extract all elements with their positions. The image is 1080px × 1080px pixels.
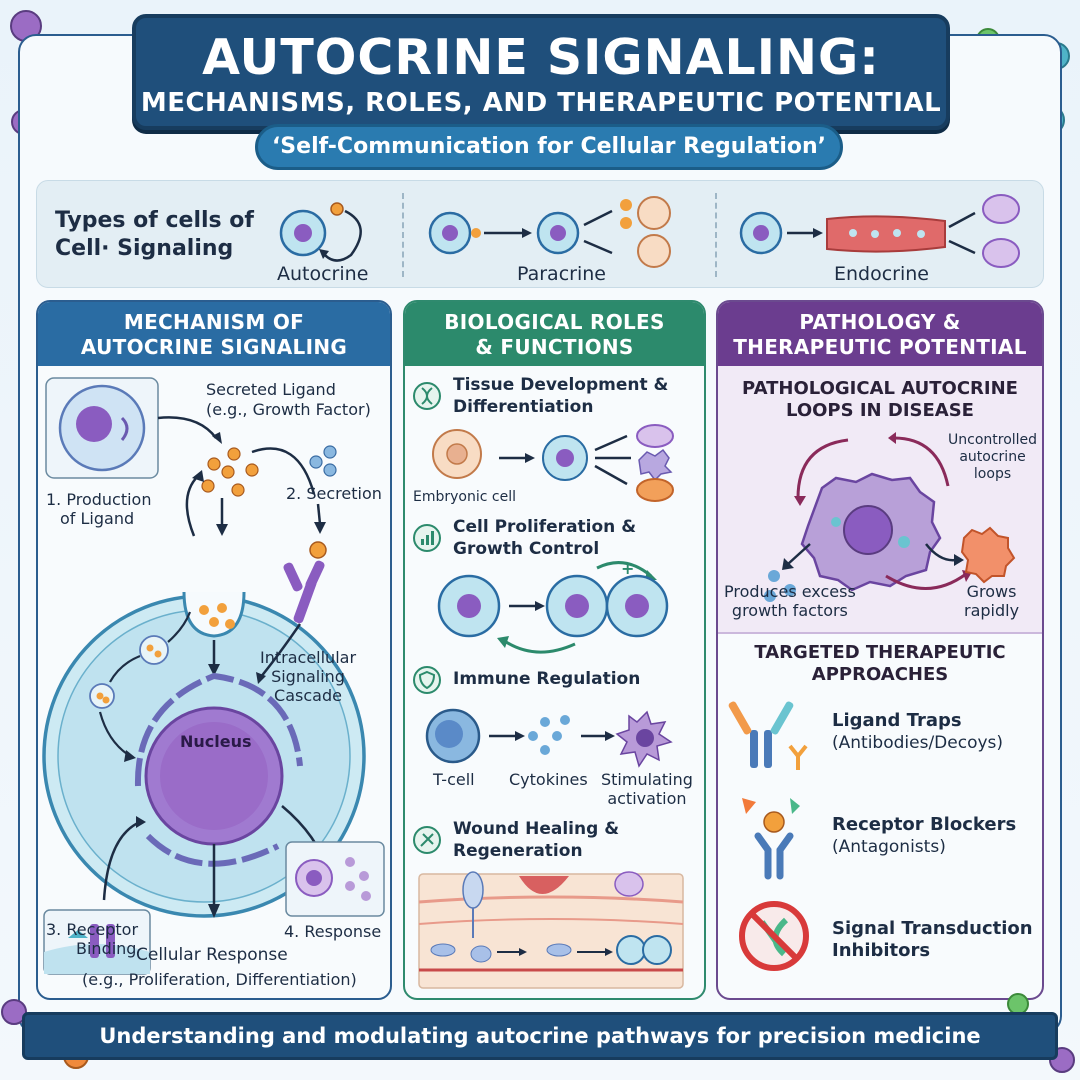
- roles-panel: BIOLOGICAL ROLES & FUNCTIONS Tissue Deve…: [403, 300, 706, 1000]
- wound-healing-title: Wound Healing & Regeneration: [453, 819, 620, 861]
- tagline: ‘Self-Communication for Cellular Regulat…: [255, 124, 843, 170]
- autocrine-diagram-icon: [279, 202, 362, 262]
- nucleus-label: Nucleus: [180, 732, 252, 751]
- uncontrolled-loops-label: Uncontrolled autocrine loops: [948, 432, 1038, 482]
- pathology-divider: [718, 632, 1042, 634]
- pathology-heading: PATHOLOGY & THERAPEUTIC POTENTIAL: [718, 302, 1042, 366]
- types-divider-1: [402, 193, 404, 277]
- cellular-response-label: Cellular Response: [136, 945, 288, 965]
- endocrine-caption: Endocrine: [834, 263, 929, 285]
- roles-heading: BIOLOGICAL ROLES & FUNCTIONS: [405, 302, 704, 366]
- step2-label: 2. Secretion: [286, 484, 382, 503]
- paracrine-diagram-icon: [428, 196, 671, 268]
- immune-regulation-title: Immune Regulation: [453, 669, 641, 689]
- secreted-ligand-example: (e.g., Growth Factor): [206, 400, 371, 419]
- endocrine-diagram-icon: [739, 194, 1020, 268]
- autocrine-caption: Autocrine: [277, 263, 369, 285]
- footer-banner: Understanding and modulating autocrine p…: [22, 1012, 1058, 1060]
- types-divider-2: [715, 193, 717, 277]
- ligand-traps-subtitle: (Antibodies/Decoys): [832, 733, 1004, 753]
- tcell-label: T-cell: [433, 770, 475, 789]
- pathological-loops-title: PATHOLOGICAL AUTOCRINE LOOPS IN DISEASE: [742, 378, 1018, 421]
- title-banner: AUTOCRINE SIGNALING: MECHANISMS, ROLES, …: [132, 14, 950, 130]
- types-label: Types of cells of Cell· Signaling: [55, 208, 254, 261]
- cytokines-label: Cytokines: [509, 770, 588, 789]
- tissue-development-diagram: [432, 424, 674, 502]
- stimulating-activation-label: Stimulating activation: [601, 770, 693, 808]
- receptor-blockers-title: Receptor Blockers: [832, 814, 1017, 835]
- tissue-development-title: Tissue Development & Differentiation: [453, 375, 669, 417]
- page-subtitle: MECHANISMS, ROLES, AND THERAPEUTIC POTEN…: [140, 88, 942, 118]
- signaling-types-band: Types of cells of Cell· Signaling Autocr…: [36, 180, 1044, 288]
- step4-label: 4. Response: [284, 922, 382, 941]
- ligand-traps-title: Ligand Traps: [832, 710, 962, 731]
- mechanism-diagram: [42, 377, 385, 975]
- proliferation-title: Cell Proliferation & Growth Control: [453, 517, 637, 559]
- cellular-response-example: (e.g., Proliferation, Differentiation): [82, 970, 357, 989]
- secreted-ligand-label: Secreted Ligand: [206, 380, 336, 399]
- mechanism-heading: MECHANISM OF AUTOCRINE SIGNALING: [38, 302, 390, 366]
- paracrine-caption: Paracrine: [517, 263, 606, 285]
- intracellular-cascade-label: Intracellular Signaling Cascade: [260, 648, 357, 705]
- pathology-panel: PATHOLOGY & THERAPEUTIC POTENTIAL PATHOL…: [716, 300, 1044, 1000]
- shield-icon: [413, 666, 441, 694]
- tumor-cell-diagram: [764, 432, 1016, 602]
- mechanism-panel: MECHANISM OF AUTOCRINE SIGNALING: [36, 300, 392, 1000]
- svg-text:+: +: [621, 559, 634, 578]
- step1-label: 1. Production of Ligand: [46, 490, 152, 528]
- growth-chart-icon: [413, 524, 441, 552]
- step3-label: 3. Receptor Binding: [46, 920, 139, 958]
- dna-icon: [413, 382, 441, 410]
- proliferation-diagram: +: [437, 559, 669, 654]
- antibody-icon: [728, 701, 808, 770]
- inhibitor-prohibit-icon: [739, 901, 809, 971]
- page-title: AUTOCRINE SIGNALING:: [202, 29, 880, 86]
- wound-healing-diagram: [418, 871, 684, 989]
- grows-rapidly-label: Grows rapidly: [964, 582, 1020, 620]
- signal-transduction-inhibitors-title: Signal Transduction Inhibitors: [832, 918, 1033, 961]
- immune-regulation-diagram: [425, 708, 673, 768]
- receptor-blocker-icon: [742, 798, 800, 880]
- produces-growth-factors-label: Produces excess growth factors: [724, 582, 856, 620]
- receptor-blockers-subtitle: (Antagonists): [832, 837, 946, 857]
- targeted-approaches-title: TARGETED THERAPEUTIC APPROACHES: [754, 642, 1006, 685]
- wound-icon: [413, 826, 441, 854]
- embryonic-cell-label: Embryonic cell: [413, 489, 516, 505]
